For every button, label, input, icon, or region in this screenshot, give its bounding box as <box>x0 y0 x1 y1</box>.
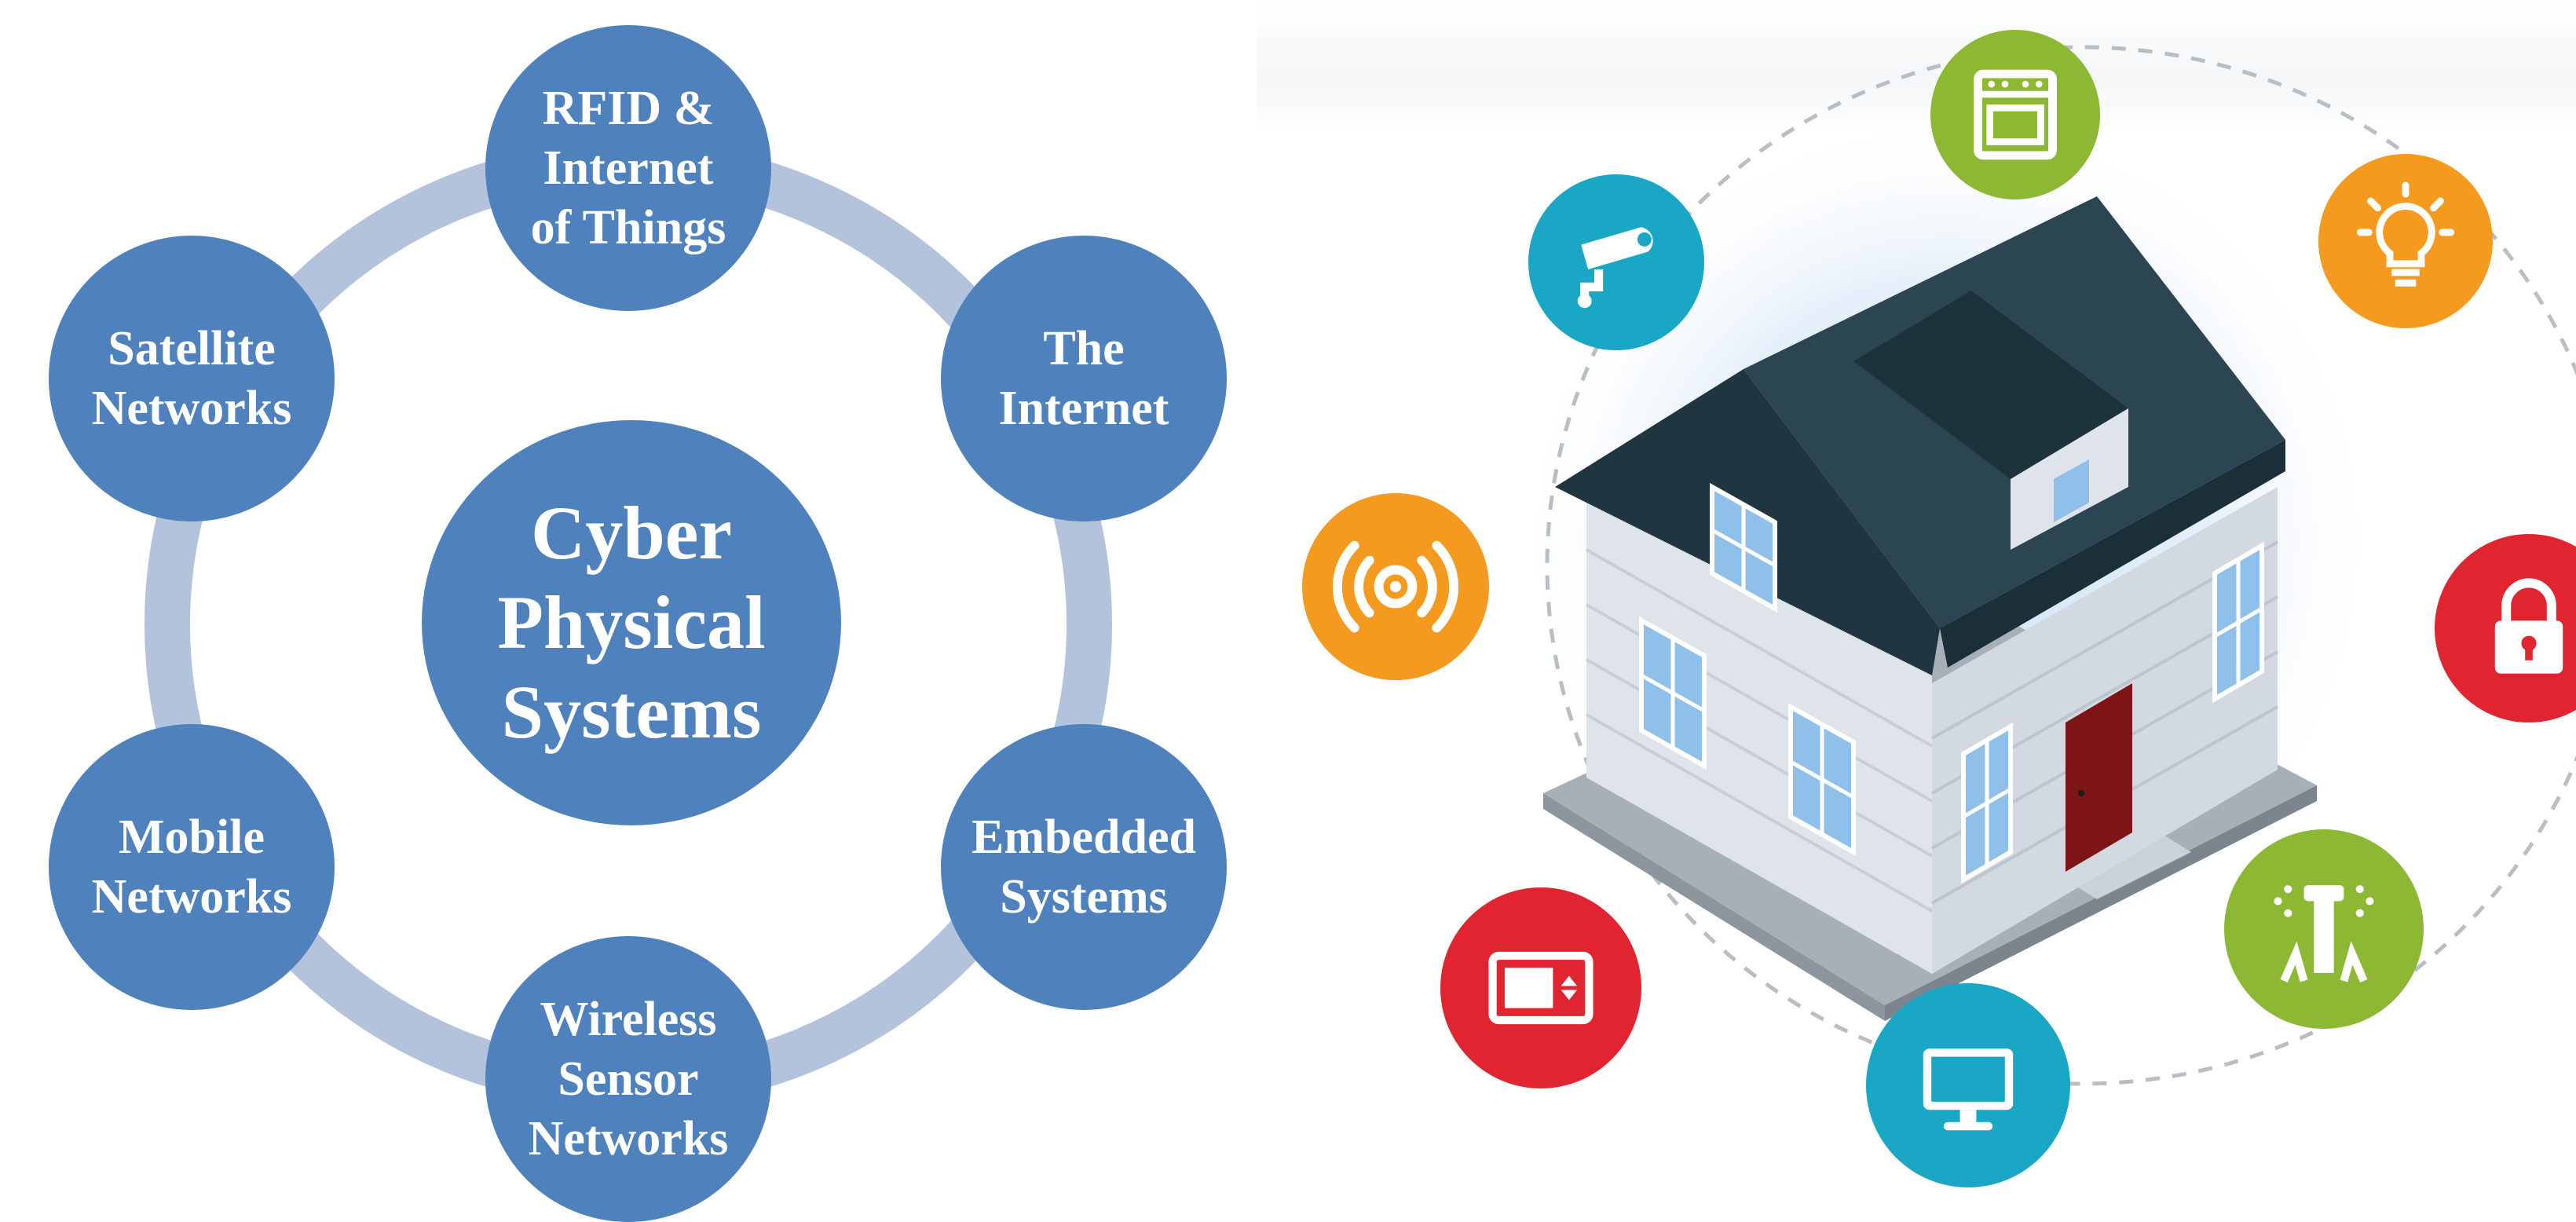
node-internet: The Internet <box>941 236 1227 521</box>
node-embedded-label: Embedded Systems <box>971 810 1196 924</box>
oven-glyph <box>1974 69 2057 160</box>
sprinkler-glyph <box>2274 885 2374 983</box>
node-wireless-sensor-label: Wireless Sensor Networks <box>528 993 729 1165</box>
speaker-glyph <box>1332 540 1459 633</box>
bulb-glyph <box>2356 181 2455 287</box>
speaker-icon <box>1302 493 1489 680</box>
dormer-roof <box>1853 291 2128 479</box>
house-base-edge <box>1543 793 1885 1021</box>
door-steps <box>2066 832 2191 899</box>
monitor-icon <box>1866 983 2070 1187</box>
camera-glyph <box>1577 227 1653 309</box>
thermostat-icon <box>1440 887 1641 1088</box>
windows-right <box>1961 541 2264 884</box>
padlock-glyph <box>2494 578 2563 674</box>
light-bulb-icon <box>2318 154 2493 328</box>
house-base-edge-right <box>1885 785 2317 1021</box>
door-knob <box>2078 790 2084 796</box>
node-rfid-iot-label: RFID & Internet of Things <box>530 82 726 254</box>
roof-fascia <box>1940 440 2285 668</box>
node-internet-label: The Internet <box>998 322 1169 435</box>
house-scene <box>1508 45 2576 1086</box>
node-satellite-label: Satellite Networks <box>91 322 292 435</box>
window-mullions-left <box>1640 504 1855 834</box>
thermostat-glyph <box>1488 951 1594 1025</box>
cps-diagram: RFID & Internet of Things The Internet E… <box>0 0 1257 1222</box>
window-mullions-right <box>1962 559 2263 865</box>
node-wireless-sensor: Wireless Sensor Networks <box>485 936 771 1222</box>
dormer-window <box>2054 459 2089 522</box>
node-embedded: Embedded Systems <box>941 724 1227 1010</box>
node-rfid-iot: RFID & Internet of Things <box>485 25 771 311</box>
center-label: Cyber Physical Systems <box>497 491 766 754</box>
padlock-icon <box>2435 534 2576 723</box>
sprinkler-icon <box>2224 829 2424 1029</box>
node-mobile: Mobile Networks <box>49 724 335 1010</box>
monitor-glyph <box>1923 1048 2014 1131</box>
security-camera-icon <box>1528 174 1704 350</box>
oven-icon <box>1930 30 2100 199</box>
node-satellite: Satellite Networks <box>49 236 335 521</box>
node-mobile-label: Mobile Networks <box>91 810 292 924</box>
smart-home-illustration <box>1257 0 2576 1207</box>
front-door <box>2066 683 2132 872</box>
center-cyber-physical-systems: Cyber Physical Systems <box>422 420 841 825</box>
